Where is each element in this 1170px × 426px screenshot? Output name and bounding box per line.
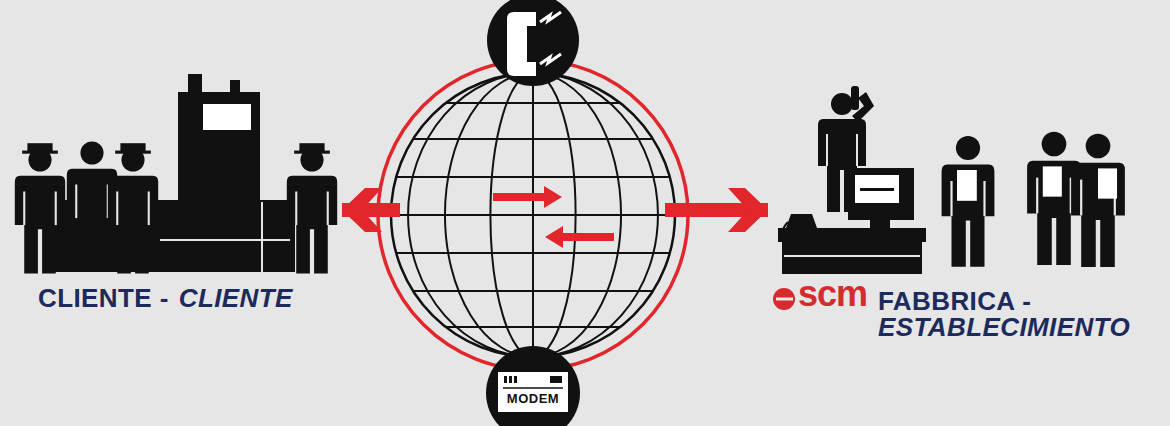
machine-pictogram [55,74,295,272]
phone-handset [507,12,536,76]
modem-led [509,376,512,383]
group-caption: CLIENTE [179,285,293,311]
flow-arrow [493,186,562,208]
text-block: FABBRICA -ESTABLECIMIENTO [878,288,1130,340]
handset [851,86,859,110]
modem-led [514,376,517,383]
modem-badge [486,346,580,426]
machine-detail [261,202,263,272]
machine-top [188,74,202,94]
device-label: MODEM [507,392,559,405]
group-caption: ESTABLECIMIENTO [878,314,1130,340]
machine-screen [203,104,251,130]
flow-connector [342,203,400,217]
desk-phone [786,214,817,228]
paper-sheet [1043,166,1062,196]
desk-detail [784,255,920,257]
globe-parallel [413,290,653,292]
phone-signal [540,54,561,64]
globe-outline [391,73,675,357]
modem-line [503,387,563,389]
worker-pictogram [15,143,65,273]
machine-top [230,80,240,94]
staff-pictogram [1071,134,1125,267]
node-outline [400,0,665,426]
monitor-stand [870,220,890,228]
monitor-detail [860,188,894,191]
globe-parallel [396,176,670,178]
paper-sheet [1098,168,1117,198]
globe-parallel [413,138,653,140]
machine-column [178,92,260,202]
worker-pictogram [287,143,337,273]
globe-symbol [378,60,688,370]
logo-mark-cut [776,298,793,301]
group-caption: CLIENTE - [38,285,169,311]
text-block: CLIENTE - CLIENTE [38,285,293,311]
phone-signal [540,12,561,22]
globe-parallel [446,102,621,104]
phone-symbol [487,0,579,86]
globe-parallel [396,252,670,254]
staff-pictogram [942,136,995,267]
phone-cord [782,222,788,246]
modem-led [550,376,562,383]
flow-arrow [545,226,614,248]
monitor [848,168,914,220]
globe-ring [378,60,688,370]
phone-badge [487,0,579,86]
modem-led [504,376,507,383]
text-block: MODEM [498,392,568,405]
office-pictogram [778,86,926,274]
modem-symbol [486,346,580,426]
brand-logo: scm [798,276,867,312]
worker-pictogram [108,143,158,273]
machine-detail [160,239,290,241]
paper-sheet [957,170,977,201]
logo-mark [773,288,795,310]
globe-parallel [446,326,621,328]
group-caption: FABBRICA - [878,288,1130,314]
monitor-screen [855,175,899,203]
desk-body [782,242,922,274]
desk-top [778,228,926,242]
modem-box [498,372,568,412]
globe-parallel [391,214,675,216]
flow-connector [665,203,768,217]
client-group: CLIENTE - CLIENTE [0,130,342,315]
network-globe: MODEM [400,0,665,426]
